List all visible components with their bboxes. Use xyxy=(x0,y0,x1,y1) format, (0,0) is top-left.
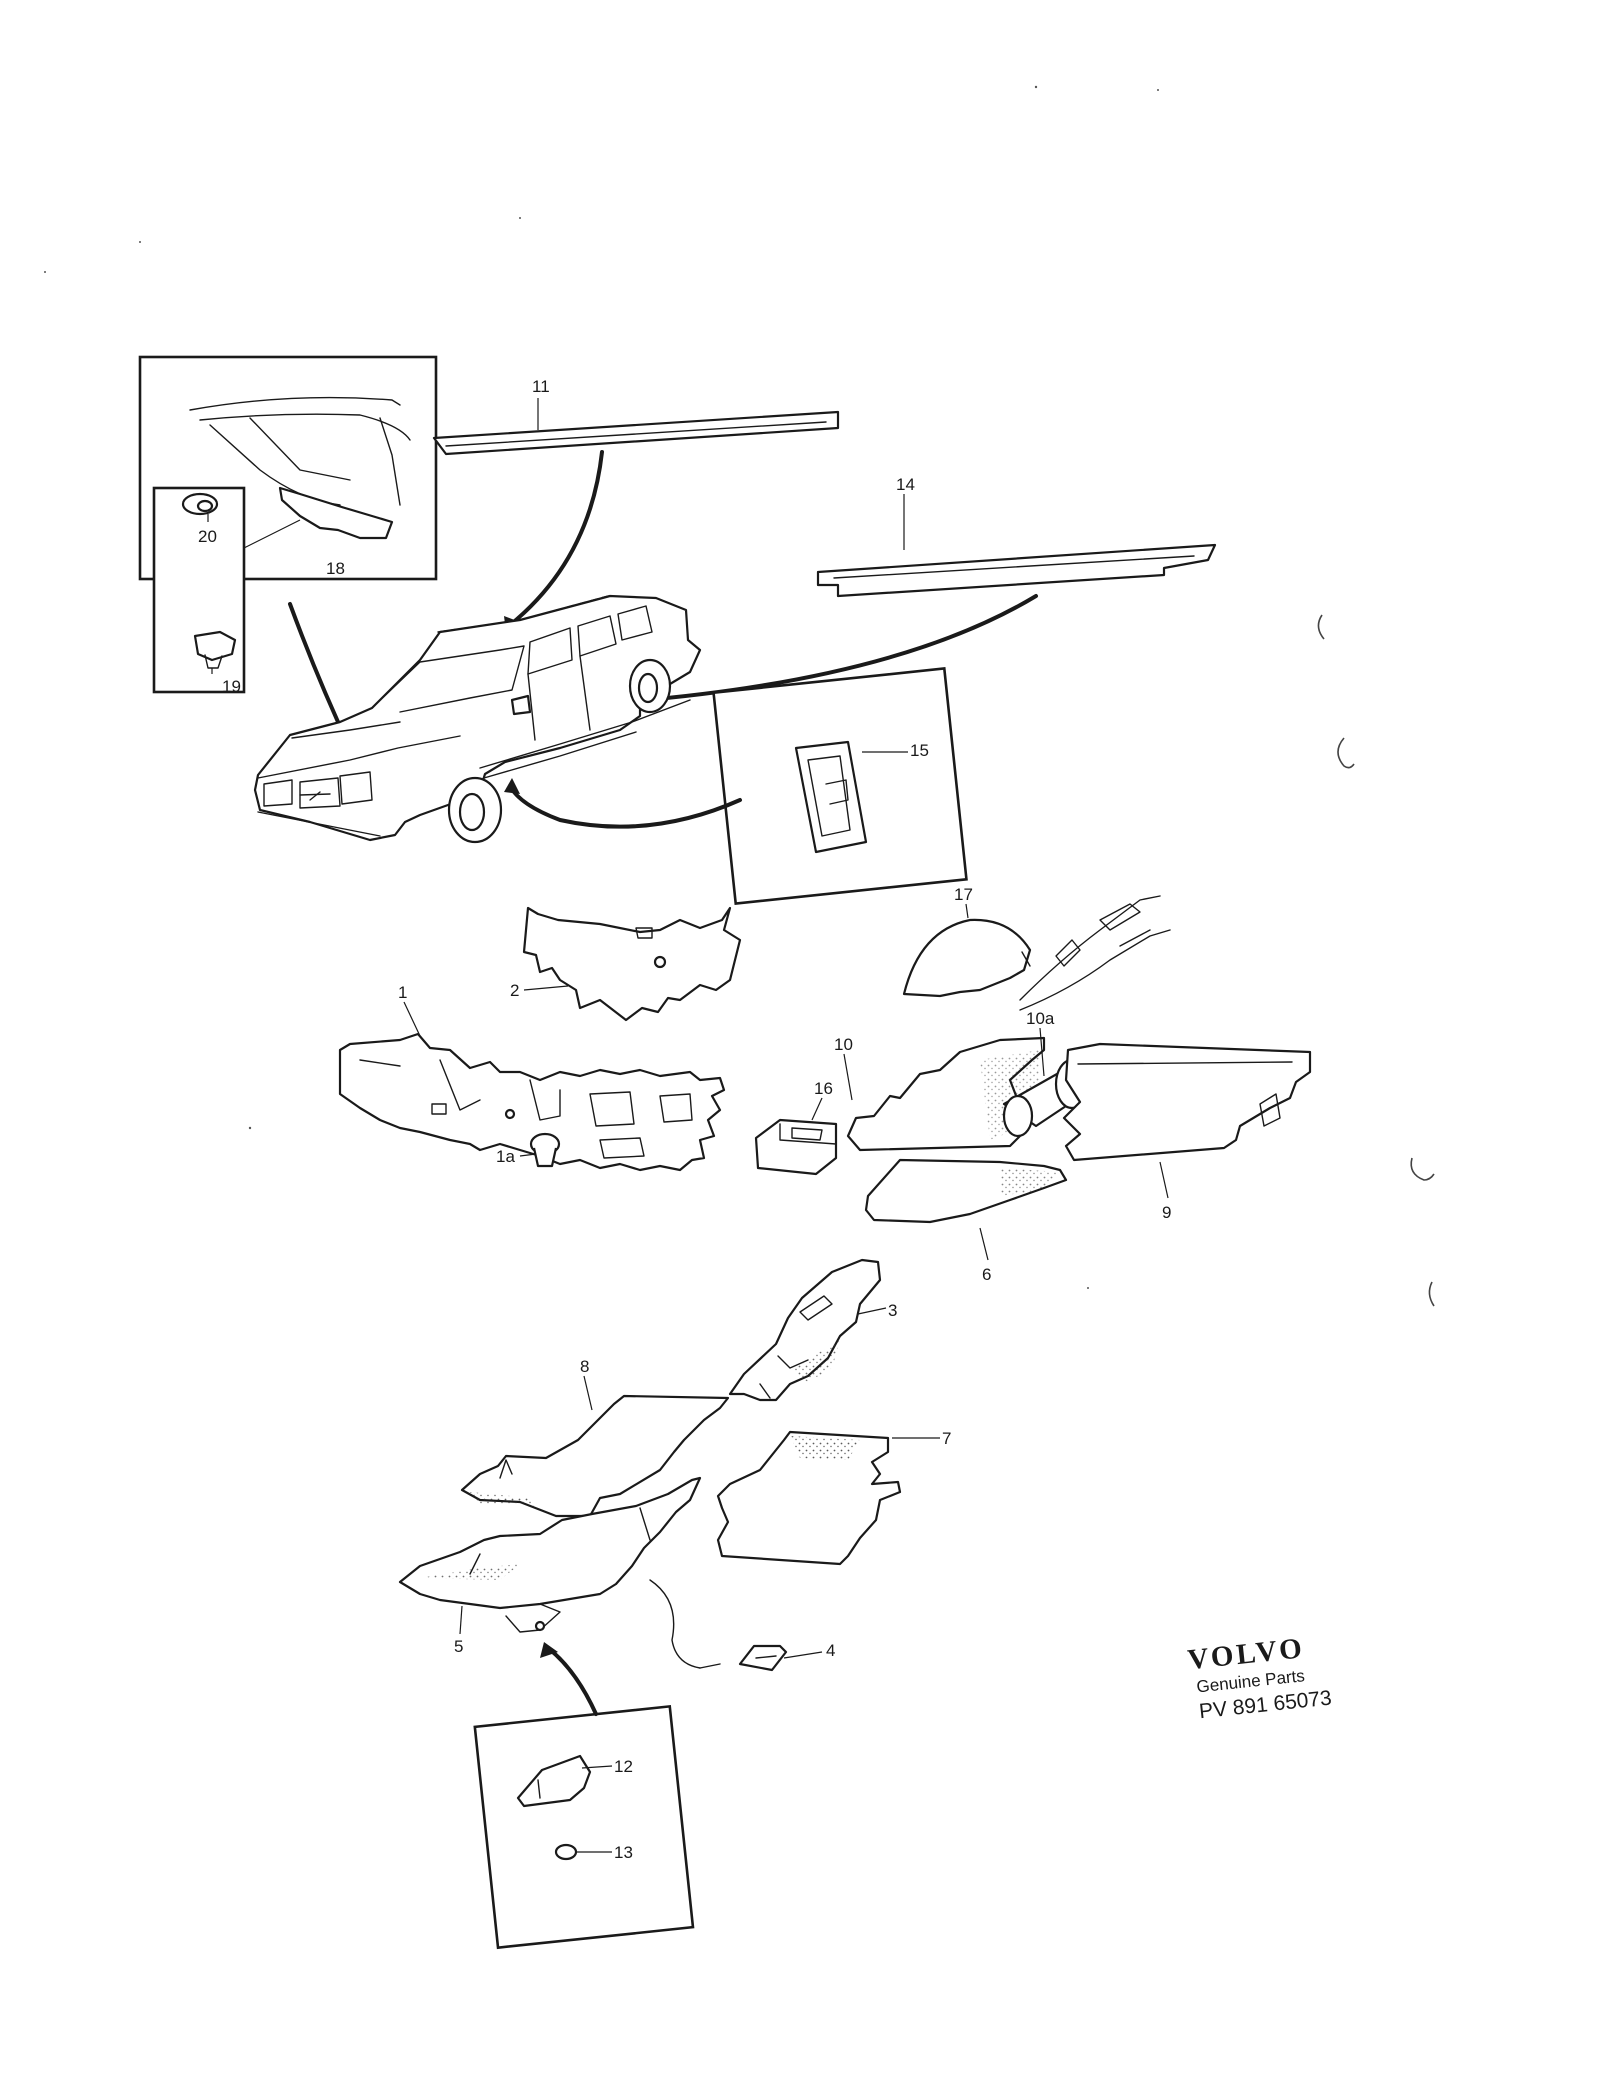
part-3-tunnel xyxy=(728,1258,887,1402)
label-11: 11 xyxy=(532,377,550,396)
margin-marks xyxy=(1317,614,1435,1307)
label-5: 5 xyxy=(454,1637,463,1656)
label-6: 6 xyxy=(982,1265,991,1284)
label-13: 13 xyxy=(614,1843,633,1862)
part-15-pad xyxy=(794,740,868,854)
inset-box-clips xyxy=(152,486,246,694)
label-4: 4 xyxy=(826,1641,835,1660)
part-9-mat xyxy=(1062,1042,1312,1199)
part-2-panel xyxy=(522,906,742,1022)
part-13-clip xyxy=(554,1843,578,1861)
label-2: 2 xyxy=(510,981,519,1000)
label-1: 1 xyxy=(398,983,407,1002)
label-17: 17 xyxy=(954,885,973,904)
label-15: 15 xyxy=(910,741,929,760)
label-3: 3 xyxy=(888,1301,897,1320)
part-10-mat xyxy=(843,1036,1046,1152)
label-18: 18 xyxy=(326,559,345,578)
label-16: 16 xyxy=(814,1079,833,1098)
label-12: 12 xyxy=(614,1757,633,1776)
part-18-bracket xyxy=(278,486,394,540)
label-1a: 1a xyxy=(496,1147,515,1166)
label-9: 9 xyxy=(1162,1203,1171,1222)
part-6-mat xyxy=(864,1158,1068,1261)
part-labels: 11 14 20 18 19 15 17 2 1 10a 10 16 1a 9 … xyxy=(198,377,1171,1862)
part-8-carpet xyxy=(460,1375,730,1518)
part-4-clip xyxy=(738,1644,823,1672)
part-5-carpet xyxy=(398,1476,721,1669)
label-10: 10 xyxy=(834,1035,853,1054)
car-illustration xyxy=(253,594,702,844)
inset-part-12-13 xyxy=(473,1642,695,1950)
label-14: 14 xyxy=(896,475,915,494)
label-10a: 10a xyxy=(1026,1009,1055,1028)
part-7-carpet xyxy=(716,1430,940,1566)
label-20: 20 xyxy=(198,527,217,546)
label-8: 8 xyxy=(580,1357,589,1376)
inset-part-15 xyxy=(504,667,968,905)
part-12-bracket xyxy=(516,1754,592,1808)
inset-roof-clips xyxy=(138,355,438,752)
part-1-firewall xyxy=(338,1001,726,1172)
scan-specks xyxy=(44,85,1159,1289)
rear-floor-outline xyxy=(1019,895,1171,1011)
label-7: 7 xyxy=(942,1429,951,1448)
branding: VOLVO Genuine Parts PV 891 65073 xyxy=(1186,1632,1333,1723)
label-19: 19 xyxy=(222,677,241,696)
part-1a-clip xyxy=(519,1132,561,1168)
part-19-fastener xyxy=(193,630,237,662)
part-16-block xyxy=(754,1097,838,1176)
part-11-roof-strip xyxy=(432,398,840,632)
part-17-arch xyxy=(902,903,1032,998)
